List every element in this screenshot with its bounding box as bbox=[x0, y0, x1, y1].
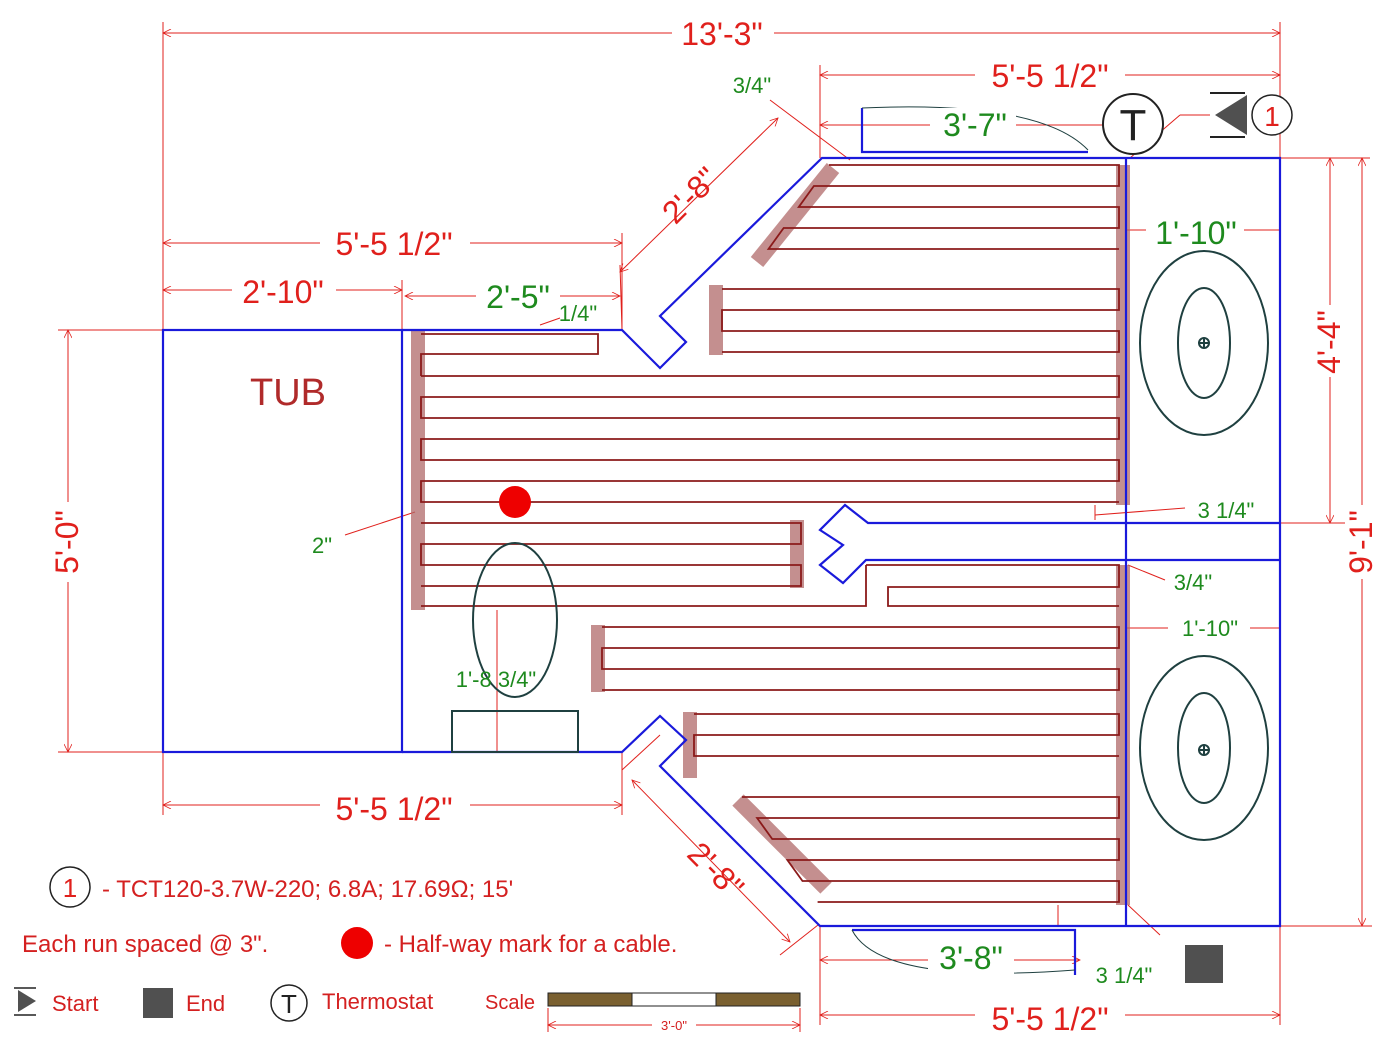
dim-left-width-bottom: 5'-5 1/2" bbox=[335, 791, 452, 827]
legend-start-label: Start bbox=[52, 991, 98, 1016]
thermostat-marker: T bbox=[1102, 93, 1164, 155]
dim-door-bottom: 3'-8" bbox=[939, 940, 1003, 976]
tub-label: TUB bbox=[250, 372, 326, 414]
dim-top-right-width: 5'-5 1/2" bbox=[991, 58, 1108, 94]
door-swings bbox=[851, 106, 1089, 974]
end-marker-icon bbox=[1185, 945, 1223, 983]
dim-left-width-top: 5'-5 1/2" bbox=[335, 226, 452, 262]
dim-right-vanity-bottom: 1'-10" bbox=[1182, 616, 1238, 641]
dim-door-top: 3'-7" bbox=[943, 107, 1007, 143]
cable-run-path bbox=[866, 564, 1120, 607]
legend-end-icon bbox=[143, 988, 173, 1018]
walls bbox=[161, 108, 1282, 975]
scale-bar: 3'-0" bbox=[548, 992, 800, 1033]
cable-run-path bbox=[766, 164, 1120, 250]
halfway-mark bbox=[499, 486, 531, 518]
dim-right-vanity-top: 1'-10" bbox=[1155, 215, 1237, 251]
dim-diag-top-offset: 3/4" bbox=[733, 73, 771, 98]
dim-total-height: 9'-1" bbox=[1343, 510, 1379, 574]
dim-toilet-offset: 1'-8 3/4" bbox=[456, 667, 537, 692]
sink-bottom-inner bbox=[1177, 692, 1231, 804]
toilet-tank bbox=[451, 710, 579, 753]
dim-toilet-zone: 2'-5" bbox=[486, 279, 550, 315]
sink-top-outer bbox=[1139, 250, 1269, 436]
dim-gap-mid: 3 1/4" bbox=[1198, 498, 1255, 523]
legend-thermostat-label: Thermostat bbox=[322, 989, 433, 1014]
tub-outline bbox=[161, 328, 404, 754]
legend-cable-spec: - TCT120-3.7W-220; 6.8A; 17.69Ω; 15' bbox=[102, 876, 513, 903]
legend-thermostat-symbol: T bbox=[281, 989, 297, 1019]
dim-diag-top: 2'-8" bbox=[655, 160, 726, 231]
dim-gap-lower: 3/4" bbox=[1174, 570, 1212, 595]
fixtures bbox=[451, 250, 1269, 841]
dim-left-offset: 2" bbox=[312, 533, 332, 558]
door-top bbox=[860, 108, 1088, 154]
cable-run-path bbox=[721, 288, 1120, 353]
cable-run-path bbox=[601, 626, 1120, 691]
cable-run-path bbox=[693, 713, 1120, 757]
cable-run-path bbox=[420, 333, 599, 376]
legend-halfway-note: - Half-way mark for a cable. bbox=[384, 931, 677, 958]
dim-gap-bottom: 3 1/4" bbox=[1096, 963, 1153, 988]
dim-quarter-inch: 1/4" bbox=[559, 301, 597, 326]
cable-turn-band bbox=[732, 794, 832, 894]
dim-bottom-right-width: 5'-5 1/2" bbox=[991, 1001, 1108, 1037]
start-marker: 1 bbox=[1210, 92, 1293, 138]
legend-start-icon bbox=[18, 990, 36, 1012]
door-bottom bbox=[852, 928, 1077, 975]
dim-left-height: 5'-0" bbox=[49, 510, 85, 574]
cable-run-path bbox=[420, 375, 1120, 503]
dim-right-upper-height: 4'-4" bbox=[1311, 310, 1347, 374]
sink-bottom-outer bbox=[1139, 655, 1269, 841]
legend-end-label: End bbox=[186, 991, 225, 1016]
cable-run-path bbox=[421, 565, 867, 607]
dim-overall-width: 13'-3" bbox=[681, 16, 763, 52]
legend-scale-length: 3'-0" bbox=[661, 1018, 687, 1033]
heating-cable bbox=[411, 162, 1130, 905]
start-triangle-icon bbox=[1215, 95, 1247, 135]
sink-top-inner bbox=[1177, 287, 1231, 399]
start-number: 1 bbox=[1264, 101, 1280, 132]
legend-halfway-icon bbox=[341, 927, 373, 959]
legend-scale-label: Scale bbox=[485, 992, 535, 1014]
legend: 1 - TCT120-3.7W-220; 6.8A; 17.69Ω; 15' E… bbox=[14, 866, 800, 1033]
cable-run-path bbox=[420, 522, 802, 587]
toilet-bowl bbox=[472, 542, 558, 698]
thermostat-symbol: T bbox=[1120, 101, 1147, 150]
dim-tub-width: 2'-10" bbox=[242, 274, 324, 310]
cable-run-path bbox=[742, 796, 1120, 903]
legend-cable-number: 1 bbox=[63, 873, 77, 903]
legend-spacing-note: Each run spaced @ 3". bbox=[22, 931, 268, 958]
